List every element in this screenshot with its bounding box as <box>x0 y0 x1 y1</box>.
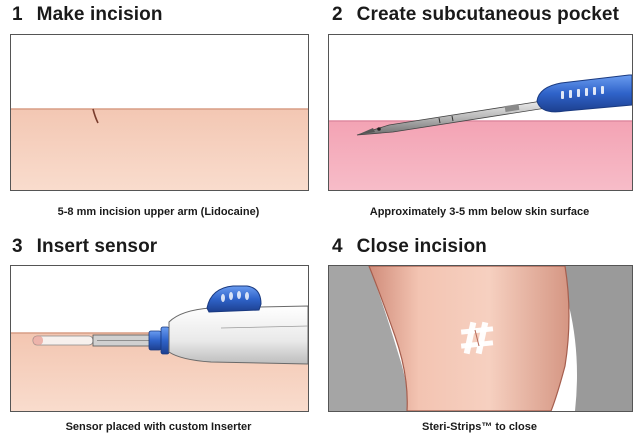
step-3-illustration <box>11 266 308 411</box>
step-2-title: 2 Create subcutaneous pocket <box>332 4 619 26</box>
skin-area <box>11 109 308 190</box>
step-4-caption: Steri-Strips™ to close <box>328 421 631 433</box>
step-1-illustration <box>11 35 308 190</box>
step-3-caption: Sensor placed with custom Inserter <box>10 421 307 433</box>
step-3-number: 3 <box>12 236 23 258</box>
step-4-title-text: Close incision <box>357 236 487 257</box>
step-1-number: 1 <box>12 4 23 26</box>
step-4-panel <box>328 265 633 412</box>
step-4-number: 4 <box>332 236 343 258</box>
step-2-illustration <box>329 35 632 190</box>
step-2-panel <box>328 34 633 191</box>
step-3-title-text: Insert sensor <box>37 236 158 257</box>
step-1-title: 1 Make incision <box>12 4 163 26</box>
step-2-title-text: Create subcutaneous pocket <box>357 4 619 25</box>
step-3-panel <box>10 265 309 412</box>
step-1-title-text: Make incision <box>37 4 163 25</box>
step-1-panel <box>10 34 309 191</box>
step-4-title: 4 Close incision <box>332 236 487 258</box>
step-4-illustration <box>329 266 632 411</box>
step-3-title: 3 Insert sensor <box>12 236 157 258</box>
step-2-caption: Approximately 3-5 mm below skin surface <box>328 206 631 218</box>
step-1-caption: 5-8 mm incision upper arm (Lidocaine) <box>10 206 307 218</box>
step-2-number: 2 <box>332 4 343 26</box>
air-area <box>11 35 308 109</box>
